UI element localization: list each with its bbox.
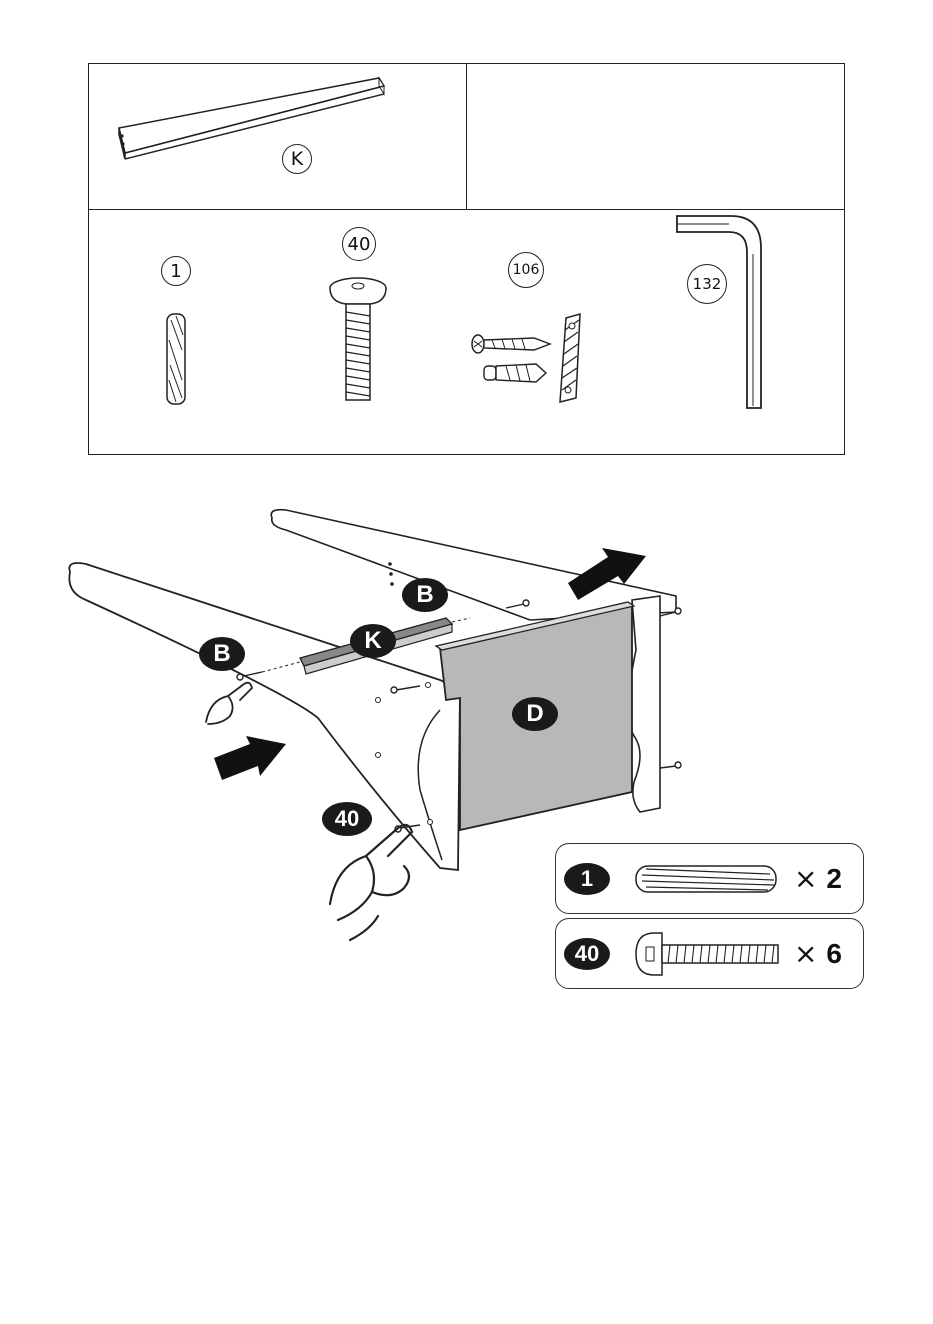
bolt-icon	[326, 272, 396, 412]
empty-cell	[467, 64, 844, 210]
wooden-dowel-icon	[162, 310, 202, 410]
hardware-cell: 1 40 106	[89, 210, 844, 454]
label-bolt-40: 40	[322, 802, 372, 836]
part-k-cell: K	[89, 64, 467, 210]
bolt-icon	[632, 929, 782, 979]
quantity-dowel-text: × 2	[794, 862, 842, 895]
allen-key-icon	[673, 210, 783, 420]
parts-table: K 1 40 106	[88, 63, 845, 455]
part-106-label: 106	[508, 252, 544, 288]
wooden-dowel-icon	[632, 860, 782, 900]
quantity-row-dowel: 1 × 2	[555, 843, 864, 914]
label-b-back: B	[402, 578, 448, 612]
arrow-right-icon	[214, 736, 286, 780]
quantity-dowel-label: 1	[564, 863, 610, 895]
quantity-bolt-label: 40	[564, 938, 610, 970]
hand-icon-small	[206, 683, 252, 724]
label-k: K	[350, 624, 396, 658]
part-1-label: 1	[161, 256, 191, 286]
quantity-bolt-text: × 6	[794, 937, 842, 970]
label-b-front: B	[199, 637, 245, 671]
panel-k-drawing	[89, 64, 467, 210]
quantity-row-bolt: 40 × 6	[555, 918, 864, 989]
part-k-label: K	[282, 144, 312, 174]
hand-icon-large	[330, 825, 412, 940]
wall-anchor-kit-icon	[464, 308, 594, 408]
label-d: D	[512, 697, 558, 731]
part-40-label: 40	[342, 227, 376, 261]
